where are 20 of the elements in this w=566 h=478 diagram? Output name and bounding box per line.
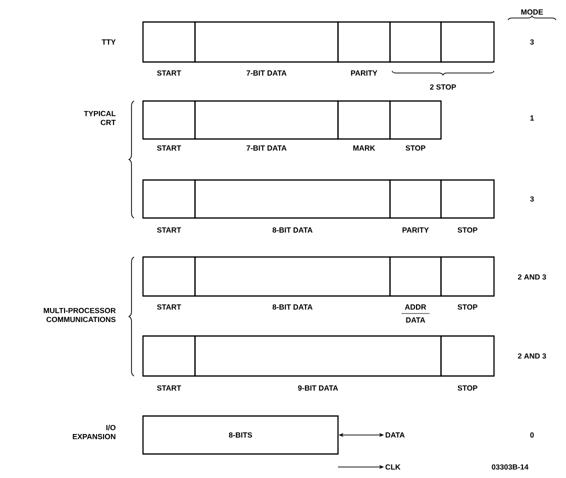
frame-cell bbox=[440, 256, 495, 297]
frame-cell bbox=[142, 21, 196, 63]
frame-cell bbox=[337, 21, 391, 63]
frame-cell bbox=[389, 100, 442, 140]
frame-cell bbox=[194, 335, 442, 377]
frame-cell bbox=[142, 335, 196, 377]
frame-cell bbox=[337, 100, 391, 140]
frame-cell bbox=[142, 256, 196, 297]
frame-cell bbox=[440, 335, 495, 377]
frame-cell bbox=[142, 100, 196, 140]
frame-cell bbox=[389, 179, 442, 219]
frame-cell bbox=[440, 179, 495, 219]
frame-cell bbox=[194, 100, 339, 140]
frame-cell bbox=[142, 179, 196, 219]
frame-cell bbox=[389, 21, 442, 63]
frame-cell bbox=[389, 256, 442, 297]
frame-cell bbox=[194, 179, 391, 219]
frame-cell bbox=[194, 21, 339, 63]
frame-cell bbox=[440, 21, 495, 63]
frame-cell bbox=[194, 256, 391, 297]
